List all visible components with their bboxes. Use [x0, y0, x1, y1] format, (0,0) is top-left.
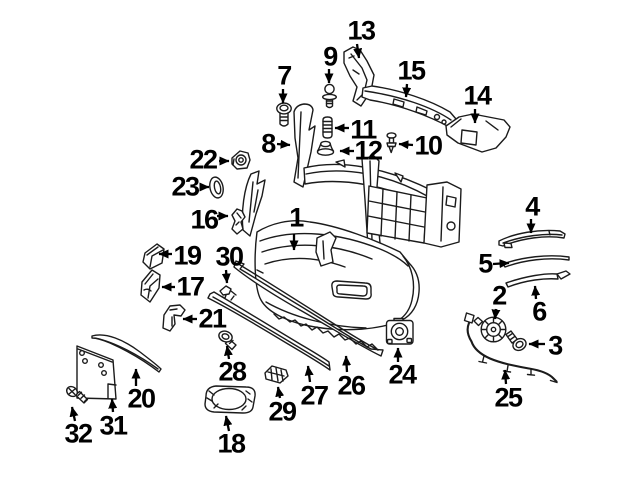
part-11-stud [322, 116, 333, 139]
callout-2-horn: 2 [492, 280, 507, 311]
callout-arrow-2 [491, 308, 501, 320]
callout-9-screw: 9 [323, 41, 338, 72]
callout-4-upper-trim-strip: 4 [525, 191, 540, 222]
callout-arrow-32 [69, 406, 79, 422]
callout-28-bolt: 28 [218, 356, 247, 387]
callout-18-fog-lamp-bezel: 18 [217, 428, 246, 459]
callout-arrow-10 [398, 140, 414, 150]
part-22-parking-sensor [231, 150, 251, 170]
part-8-bumper-reinforcement [293, 103, 462, 248]
part-3-bolt [505, 330, 527, 352]
callout-5-center-trim-strip: 5 [478, 248, 493, 279]
part-17-mounting-bracket [140, 269, 161, 303]
callout-16-bracket: 16 [190, 204, 219, 235]
part-16-bracket [231, 208, 246, 235]
callout-1-bumper-cover: 1 [289, 202, 304, 233]
part-6-lower-trim-strip [505, 270, 571, 288]
callout-arrow-29 [275, 386, 285, 399]
part-5-center-trim-strip [502, 255, 570, 268]
part-26-valance-panel [233, 260, 384, 357]
callout-arrow-18 [223, 415, 233, 432]
part-20-lower-molding [91, 334, 162, 373]
part-9-screw [322, 83, 338, 109]
part-4-upper-trim-strip [498, 229, 566, 249]
callout-arrow-8 [276, 139, 291, 149]
callout-31-license-plate-bracket: 31 [99, 410, 128, 441]
part-21-clip [162, 304, 186, 332]
callout-arrow-26 [342, 355, 352, 373]
callout-14-impact-absorber-side: 14 [463, 80, 492, 111]
callout-3-bolt: 3 [548, 330, 563, 361]
callout-13-side-bracket: 13 [347, 15, 376, 46]
part-32-screw [66, 385, 89, 404]
callout-20-lower-molding: 20 [127, 383, 156, 414]
part-12-nut [316, 140, 335, 156]
callout-arrow-25 [501, 369, 511, 385]
part-28-bolt [218, 330, 237, 351]
callout-10-expansion-rivet: 10 [414, 130, 443, 161]
callout-30-sensor-clip: 30 [215, 241, 244, 272]
callout-arrow-13 [353, 43, 363, 59]
part-24-sensor-housing [385, 317, 414, 345]
callout-29-clip: 29 [268, 396, 297, 427]
part-23-sensor-grommet [209, 176, 224, 199]
callout-22-parking-sensor: 22 [189, 144, 218, 175]
callout-6-lower-trim-strip: 6 [532, 296, 547, 327]
callout-arrow-31 [108, 398, 118, 413]
callout-arrows [69, 43, 545, 432]
callout-32-screw: 32 [64, 418, 93, 449]
part-31-license-plate-bracket [76, 345, 117, 400]
callout-19-cover-cap: 19 [173, 240, 202, 271]
callout-26-valance-panel: 26 [337, 370, 366, 401]
callout-23-sensor-grommet: 23 [171, 171, 200, 202]
callout-21-clip: 21 [198, 303, 227, 334]
callout-12-nut: 12 [354, 135, 383, 166]
callout-arrow-15 [402, 83, 412, 98]
callout-17-mounting-bracket: 17 [176, 271, 205, 302]
part-7-bolt [276, 102, 292, 127]
callout-arrow-5 [492, 259, 510, 269]
callout-24-sensor-housing: 24 [388, 359, 417, 390]
callout-arrow-6 [531, 285, 541, 300]
callout-11-stud: 11 [350, 114, 377, 145]
part-15-impact-absorber [361, 85, 457, 130]
callout-arrow-30 [221, 269, 231, 284]
callout-25-wiring-harness: 25 [494, 382, 523, 413]
callout-15-impact-absorber: 15 [397, 55, 426, 86]
callout-7-bolt: 7 [277, 60, 292, 91]
callout-arrow-28 [223, 345, 233, 360]
part-18-fog-lamp-bezel [204, 385, 256, 414]
part-14-impact-absorber-side [445, 113, 511, 153]
part-10-expansion-rivet [386, 132, 397, 154]
callout-arrow-27 [304, 365, 314, 383]
part-27-valance-trim-strip [207, 291, 331, 371]
part-29-clip [264, 365, 289, 384]
callout-8-bumper-reinforcement: 8 [261, 128, 276, 159]
callout-27-valance-trim-strip: 27 [300, 380, 329, 411]
